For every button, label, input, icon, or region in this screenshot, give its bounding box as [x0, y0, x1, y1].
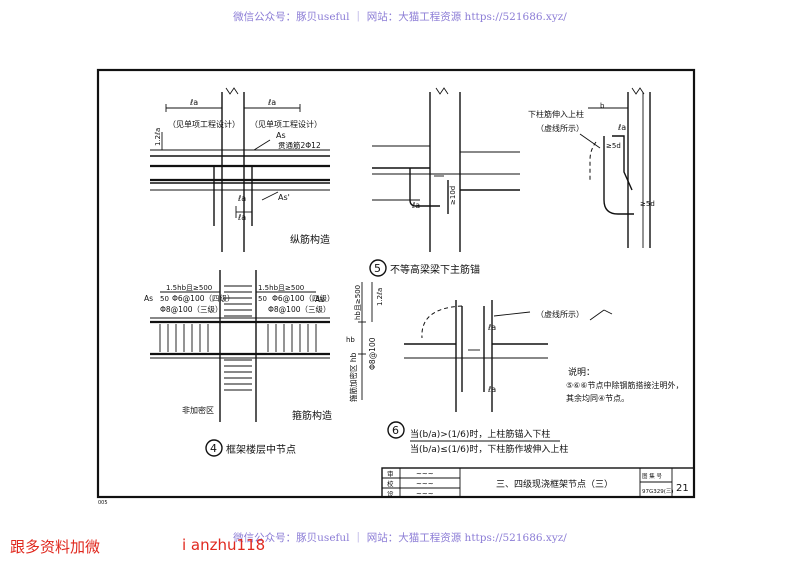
label-column-splice-1: 下柱筋伸入上柱	[528, 109, 584, 119]
figure-node-4: 1.5hb且≥500 1.5hb且≥500 As Φ6@100（四级） Φ8@1…	[144, 270, 384, 457]
dim-top-la-a: ℓa	[189, 98, 198, 107]
promo-right-text: i anzhu118	[182, 536, 266, 554]
title-block: 审 校 设 ~~~ ~~~ ~~~ 三、四级现浇框架节点（三） 图 集 号 97…	[381, 467, 695, 498]
title-block-title: 三、四级现浇框架节点（三）	[496, 478, 613, 490]
label-condition-1: 当(b/a)>(1/6)时，上柱筋锚入下柱	[410, 428, 550, 440]
watermark-top: 微信公众号：豚贝useful ｜ 网站：大猫工程资源 https://52168…	[233, 11, 567, 23]
drawing-sheet: ℓa ℓa （见单项工程设计） （见单项工程设计） 1.2ℓa As 贯通筋2Φ…	[96, 68, 696, 506]
label-as: As	[276, 131, 286, 140]
figure-number-6: 6	[392, 424, 399, 437]
caption-node-5: 不等高梁梁下主筋锚	[390, 263, 480, 276]
figure-number-5-circle	[369, 259, 387, 277]
caption-node-4: 框架楼层中节点	[226, 443, 296, 456]
role-check: 校	[387, 479, 394, 488]
note-design-left: （见单项工程设计）	[168, 119, 240, 129]
label-as-prime: As'	[278, 193, 290, 202]
dim-side-1-2la-4: 1.2ℓa	[376, 288, 384, 306]
label-through-bar: 贯通筋2Φ12	[278, 140, 321, 150]
figure-node-6: （虚线所示） ℓa ℓa 说明： ⑤⑥⑥节点中除钢筋搭接注明外， 其余均同④节点…	[387, 300, 684, 455]
sig-design: ~~~	[416, 490, 434, 498]
figure-number-4-circle	[205, 439, 223, 457]
caption-hoop: 箍筋构造	[292, 409, 332, 422]
note-design-right: （见单项工程设计）	[250, 119, 322, 129]
watermark-bottom: 微信公众号：豚贝useful ｜ 网站：大猫工程资源 https://52168…	[233, 532, 567, 544]
page-number: 21	[676, 483, 689, 494]
role-design: 设	[387, 489, 394, 498]
dim-5d-b: ≥5d	[640, 200, 655, 208]
label-explain-1: ⑤⑥⑥节点中除钢筋搭接注明外，	[566, 380, 684, 390]
label-50-a: 50	[160, 295, 169, 303]
dim-la-right: ℓa	[617, 123, 626, 132]
sig-review: ~~~	[416, 470, 434, 478]
dim-1-5hb-left: 1.5hb且≥500	[166, 284, 212, 292]
figure-number-6-circle	[387, 421, 405, 439]
label-explain-2: 其余均同④节点。	[566, 393, 629, 403]
label-stirrup-b: Φ8@100（三级）	[160, 304, 223, 314]
figure-column-splice: 下柱筋伸入上柱 （虚线所示） ℓa ≥5d ≥5d b	[528, 87, 655, 248]
dim-anchor-10d: ≥10d	[449, 186, 457, 205]
page-ref: 005	[98, 500, 108, 506]
label-explain-title: 说明：	[568, 366, 595, 378]
dim-side-hb: hb且≥500	[354, 285, 362, 320]
label-condition-2: 当(b/a)≤(1/6)时，下柱筋作坡伸入上柱	[410, 443, 568, 455]
label-dashed-6: （虚线所示）	[536, 309, 584, 319]
dim-top-la-b: ℓa	[267, 98, 276, 107]
caption-longitudinal: 纵筋构造	[290, 233, 330, 246]
label-hb: hb	[346, 336, 355, 344]
figure-number-4: 4	[210, 442, 217, 455]
label-stirrup-a: Φ6@100（四级）	[172, 293, 235, 303]
role-review: 审	[387, 469, 394, 478]
label-stirrup-c: Φ6@100（四级）	[272, 293, 335, 303]
label-stirrup-d: Φ8@100（三级）	[268, 304, 331, 314]
figure-number-5: 5	[374, 262, 381, 275]
label-non-dense: 非加密区	[182, 405, 214, 415]
dim-la-lower2: ℓa	[237, 213, 246, 222]
dim-5d-a: ≥5d	[606, 142, 621, 150]
dim-side-1-2la: 1.2ℓa	[154, 128, 162, 146]
dim-1-5hb-right: 1.5hb且≥500	[258, 284, 304, 292]
label-dense-zone: 箍筋加密区 hb	[348, 352, 358, 402]
figure-node-5: ≥10d ℓa 5 不等高梁梁下主筋锚	[369, 87, 520, 277]
label-column-splice-2: （虚线所示）	[536, 123, 584, 133]
dim-la-lower: ℓa	[237, 194, 246, 203]
atlas-code-label: 图 集 号	[642, 472, 662, 480]
label-as-right: As	[315, 295, 324, 304]
dim-la-5: ℓa	[411, 201, 420, 210]
sig-check: ~~~	[416, 480, 434, 488]
promo-left-text: 跟多资料加微	[10, 538, 101, 556]
label-50-b: 50	[258, 295, 267, 303]
label-b: b	[600, 102, 605, 110]
dim-la-6: ℓa	[487, 323, 496, 332]
label-as-left: As	[144, 294, 153, 303]
atlas-code: 97G329(三)	[642, 488, 674, 495]
figure-longitudinal-rebar: ℓa ℓa （见单项工程设计） （见单项工程设计） 1.2ℓa As 贯通筋2Φ…	[150, 87, 330, 252]
label-stirrup-vertical: Φ8@100	[368, 337, 377, 370]
dim-la-6b: ℓa	[487, 385, 496, 394]
